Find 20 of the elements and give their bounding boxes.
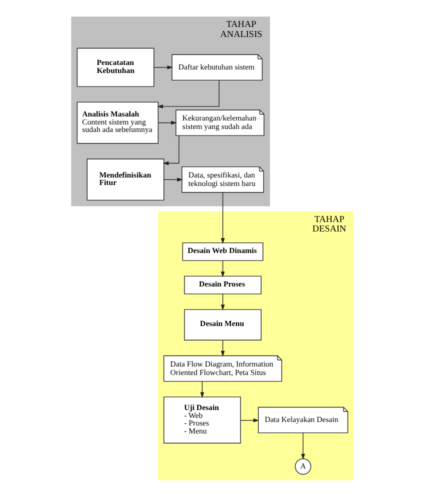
arrow: [164, 178, 183, 182]
node-box: Uji Desain - Web - Proses - Menu: [164, 396, 241, 444]
arrow: [301, 432, 306, 460]
arrow: [220, 340, 225, 357]
arrow: [162, 135, 180, 166]
node-box: Analisis Masalah Content sistem yang sudah ada sebelumnya: [76, 102, 159, 144]
arrow: [157, 80, 220, 108]
node-box: Desain Menu: [184, 309, 262, 340]
node-box: Desain Proses: [184, 276, 262, 294]
node-box: Pencatatan Kebutuhan: [76, 48, 154, 87]
node-box: Desain Web Dinamis: [182, 242, 264, 261]
arrow: [220, 294, 225, 310]
arrow: [220, 260, 225, 278]
node-circle: A: [294, 458, 312, 475]
arrow: [200, 381, 204, 398]
node-box: Mendefinisikan Fitur: [86, 158, 164, 201]
arrow: [220, 192, 225, 244]
arrow: [154, 65, 173, 70]
arrow: [158, 120, 177, 125]
arrow: [240, 418, 260, 422]
